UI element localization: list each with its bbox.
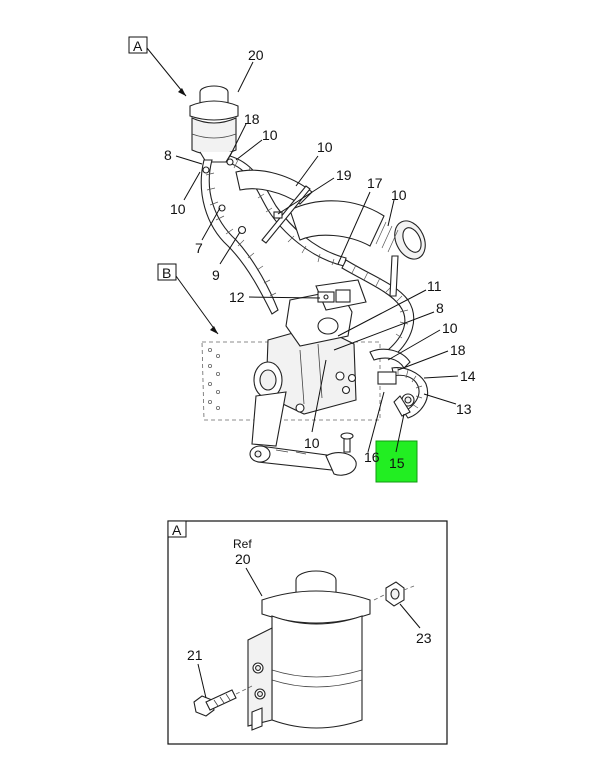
callout-20[interactable]: 20 [248, 47, 264, 63]
nut-axis [373, 585, 415, 601]
callout-10[interactable]: 10 [170, 201, 186, 217]
leader-23 [399, 603, 421, 629]
callout-15[interactable]: 15 [389, 455, 405, 471]
callout-13[interactable]: 13 [456, 401, 472, 417]
callout-8[interactable]: 8 [164, 147, 172, 163]
callout-12[interactable]: 12 [229, 289, 245, 305]
callout-11[interactable]: 11 [427, 278, 442, 294]
callout-21[interactable]: 21 [187, 647, 203, 663]
callout-10[interactable]: 10 [317, 139, 333, 155]
callout-10[interactable]: 10 [304, 435, 320, 451]
valve-fitting [317, 289, 351, 303]
arrowhead-view-a [178, 88, 186, 96]
hose-assembly-upper [200, 155, 426, 357]
detail-label-a: A [172, 522, 182, 538]
bolt-21 [193, 689, 237, 717]
callout-9[interactable]: 9 [212, 267, 220, 283]
callout-19[interactable]: 19 [336, 167, 352, 183]
bolt-axis [235, 685, 253, 695]
view-label-a-box[interactable]: A [128, 36, 148, 54]
view-label-b: B [162, 265, 171, 281]
detail-label-box [167, 520, 187, 538]
callout-10[interactable]: 10 [391, 187, 407, 203]
callout-16[interactable]: 16 [364, 449, 380, 465]
hose-assembly-lower [369, 348, 428, 419]
nut-23 [385, 581, 405, 607]
callout-10[interactable]: 10 [442, 320, 458, 336]
callout-leaders [175, 61, 459, 453]
callout-18[interactable]: 18 [450, 342, 466, 358]
fittings-top [202, 158, 283, 235]
callout-8[interactable]: 8 [436, 300, 444, 316]
ref-text: Ref [233, 537, 252, 551]
view-label-a: A [133, 38, 143, 54]
leader-view-b [175, 275, 219, 335]
reservoir-detail [247, 570, 371, 731]
callout-17[interactable]: 17 [367, 175, 383, 191]
callout-20[interactable]: 20 [235, 551, 251, 567]
callout-labels: 20 18 10 8 10 10 19 17 10 7 9 12 11 8 10… [164, 47, 476, 471]
arrowhead-view-b [210, 326, 218, 334]
leader-20-detail [245, 567, 263, 597]
callout-7[interactable]: 7 [195, 240, 203, 256]
callout-18[interactable]: 18 [244, 111, 260, 127]
leader-view-a [146, 47, 187, 97]
drag-link [249, 391, 357, 476]
reservoir-top [189, 85, 239, 163]
callout-23[interactable]: 23 [416, 630, 432, 646]
view-label-b-box[interactable]: B [157, 263, 177, 281]
callout-14[interactable]: 14 [460, 368, 476, 384]
callout-10[interactable]: 10 [262, 127, 278, 143]
detail-view-a: A [167, 520, 448, 745]
leader-21 [197, 663, 207, 699]
